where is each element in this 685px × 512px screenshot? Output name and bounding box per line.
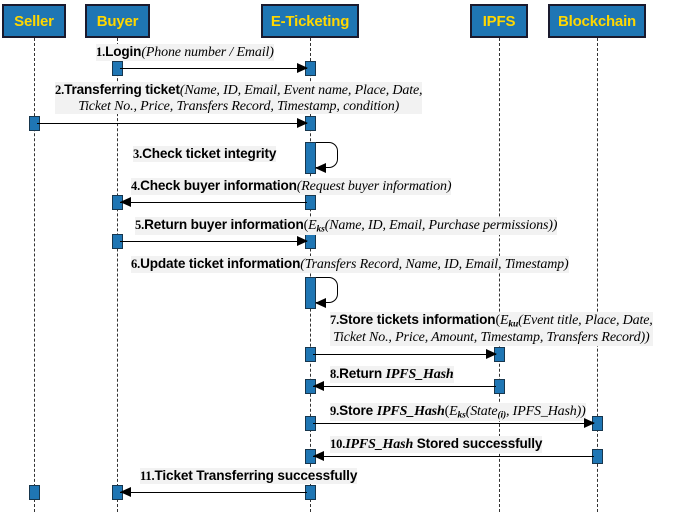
- message-arrowhead-11: [120, 487, 131, 497]
- message-arrowhead-7: [486, 349, 497, 359]
- message-label-9: 9.Store IPFS_Hash(Eks(State(i), IPFS_Has…: [330, 403, 586, 422]
- message-label-11: 11.Ticket Transferring successfully: [140, 468, 358, 484]
- actor-label-blockchain: Blockchain: [557, 12, 637, 30]
- message-arrowhead-2: [297, 118, 308, 128]
- message-arrowhead-1: [297, 63, 308, 73]
- message-line-1[interactable]: [120, 68, 307, 69]
- message-line-10[interactable]: [313, 456, 594, 457]
- message-line-2[interactable]: [37, 123, 307, 124]
- message-line-9[interactable]: [313, 423, 594, 424]
- message-label-2: 2.Transferring ticket(Name, ID, Email, E…: [55, 82, 423, 115]
- actor-box-buyer[interactable]: Buyer: [85, 4, 150, 38]
- self-message-arrowhead-6: [315, 298, 326, 308]
- actor-label-eticketing: E-Ticketing: [270, 12, 350, 30]
- message-label-8: 8.Return IPFS_Hash: [330, 366, 454, 383]
- actor-box-seller[interactable]: Seller: [2, 4, 66, 38]
- message-line-4[interactable]: [120, 202, 307, 203]
- lifeline-ipfs: [499, 38, 500, 512]
- message-arrowhead-4: [120, 197, 131, 207]
- actor-label-buyer: Buyer: [96, 12, 139, 30]
- self-message-arrowhead-3: [315, 163, 326, 173]
- message-line-8[interactable]: [313, 386, 496, 387]
- actor-box-blockchain[interactable]: Blockchain: [548, 4, 646, 38]
- actor-box-ipfs[interactable]: IPFS: [470, 4, 528, 38]
- message-label-4: 4.Check buyer information(Request buyer …: [131, 178, 452, 195]
- message-line-5[interactable]: [120, 241, 307, 242]
- message-line-11[interactable]: [120, 492, 307, 493]
- message-label-1: 1.Login(Phone number / Email): [96, 44, 274, 61]
- activation-bar-eticketing: [305, 142, 316, 174]
- message-label-7: 7.Store tickets information(Eku(Event ti…: [330, 312, 653, 346]
- activation-bar-eticketing: [305, 277, 316, 309]
- message-label-5: 5.Return buyer information(Eks(Name, ID,…: [135, 217, 558, 236]
- lifeline-blockchain: [597, 38, 598, 512]
- self-message-loop-3: [316, 142, 338, 168]
- self-message-loop-6: [316, 277, 338, 303]
- lifeline-eticketing: [310, 38, 311, 512]
- activation-bar-seller: [29, 485, 40, 500]
- message-arrowhead-10: [313, 451, 324, 461]
- message-arrowhead-5: [297, 236, 308, 246]
- actor-label-ipfs: IPFS: [482, 12, 516, 30]
- actor-label-seller: Seller: [14, 12, 54, 30]
- message-arrowhead-9: [584, 418, 595, 428]
- lifeline-buyer: [117, 38, 118, 512]
- lifeline-seller: [34, 38, 35, 512]
- message-label-10: 10.IPFS_Hash Stored successfully: [330, 436, 543, 453]
- message-arrowhead-8: [313, 381, 324, 391]
- message-label-6: 6.Update ticket information(Transfers Re…: [131, 256, 569, 273]
- message-label-3: 3.Check ticket integrity: [133, 146, 277, 162]
- actor-box-eticketing[interactable]: E-Ticketing: [261, 4, 359, 38]
- message-line-7[interactable]: [313, 354, 496, 355]
